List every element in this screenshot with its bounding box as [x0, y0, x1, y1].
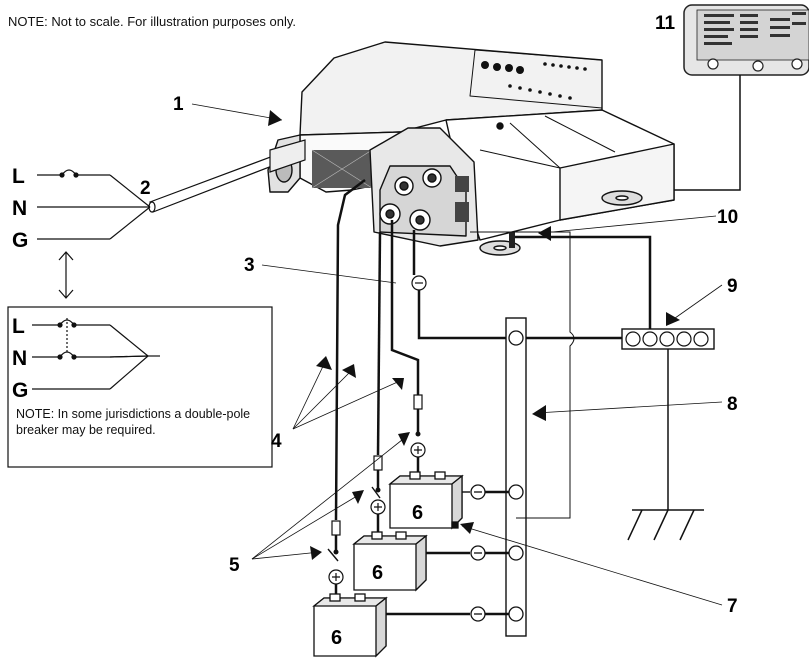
callout-11: 11	[655, 13, 676, 34]
negative-main-cable	[411, 230, 622, 340]
ac-lines	[37, 169, 151, 240]
arrowheads	[268, 110, 680, 560]
bus-bar-studs	[508, 330, 524, 622]
battery-2	[352, 531, 509, 592]
callout-7: 7	[727, 596, 738, 617]
chassis-ground-wire	[515, 235, 652, 329]
alt-label-N: N	[12, 347, 27, 370]
battery-1-label: 6	[412, 502, 423, 524]
ac-input-cable	[148, 139, 306, 213]
leader-lines	[191, 103, 723, 606]
positive-cable-battery-1	[390, 220, 426, 475]
label-L: L	[12, 165, 25, 188]
callout-8: 8	[727, 394, 738, 415]
battery-2-label: 6	[372, 562, 383, 584]
earth-ground-symbol	[627, 349, 704, 541]
callout-9: 9	[727, 276, 738, 297]
callout-5: 5	[229, 555, 240, 576]
alt-label-G: G	[12, 379, 28, 402]
double-pole-lines	[32, 318, 160, 390]
label-N: N	[12, 197, 27, 220]
battery-3-label: 6	[331, 627, 342, 649]
positive-cable-battery-3	[327, 179, 366, 598]
battery-1	[388, 471, 509, 530]
inverter-charger	[267, 41, 675, 256]
double-pole-box	[7, 306, 273, 468]
note-not-to-scale: NOTE: Not to scale. For illustration pur…	[8, 14, 297, 29]
callout-4: 4	[271, 431, 282, 452]
alt-label-L: L	[12, 315, 25, 338]
negative-bus-bar	[505, 317, 527, 637]
callout-2: 2	[140, 178, 151, 199]
ground-bus-holes	[625, 331, 709, 347]
positive-cable-battery-2	[370, 231, 386, 534]
note-double-pole: NOTE: In some jurisdictions a double-pol…	[16, 407, 251, 437]
callout-3: 3	[244, 255, 255, 276]
callout-10: 10	[717, 207, 738, 228]
label-G: G	[12, 229, 28, 252]
battery-3	[312, 593, 509, 658]
alternative-arrow	[58, 251, 74, 299]
callout-1: 1	[173, 94, 184, 115]
remote-panel	[683, 4, 809, 76]
